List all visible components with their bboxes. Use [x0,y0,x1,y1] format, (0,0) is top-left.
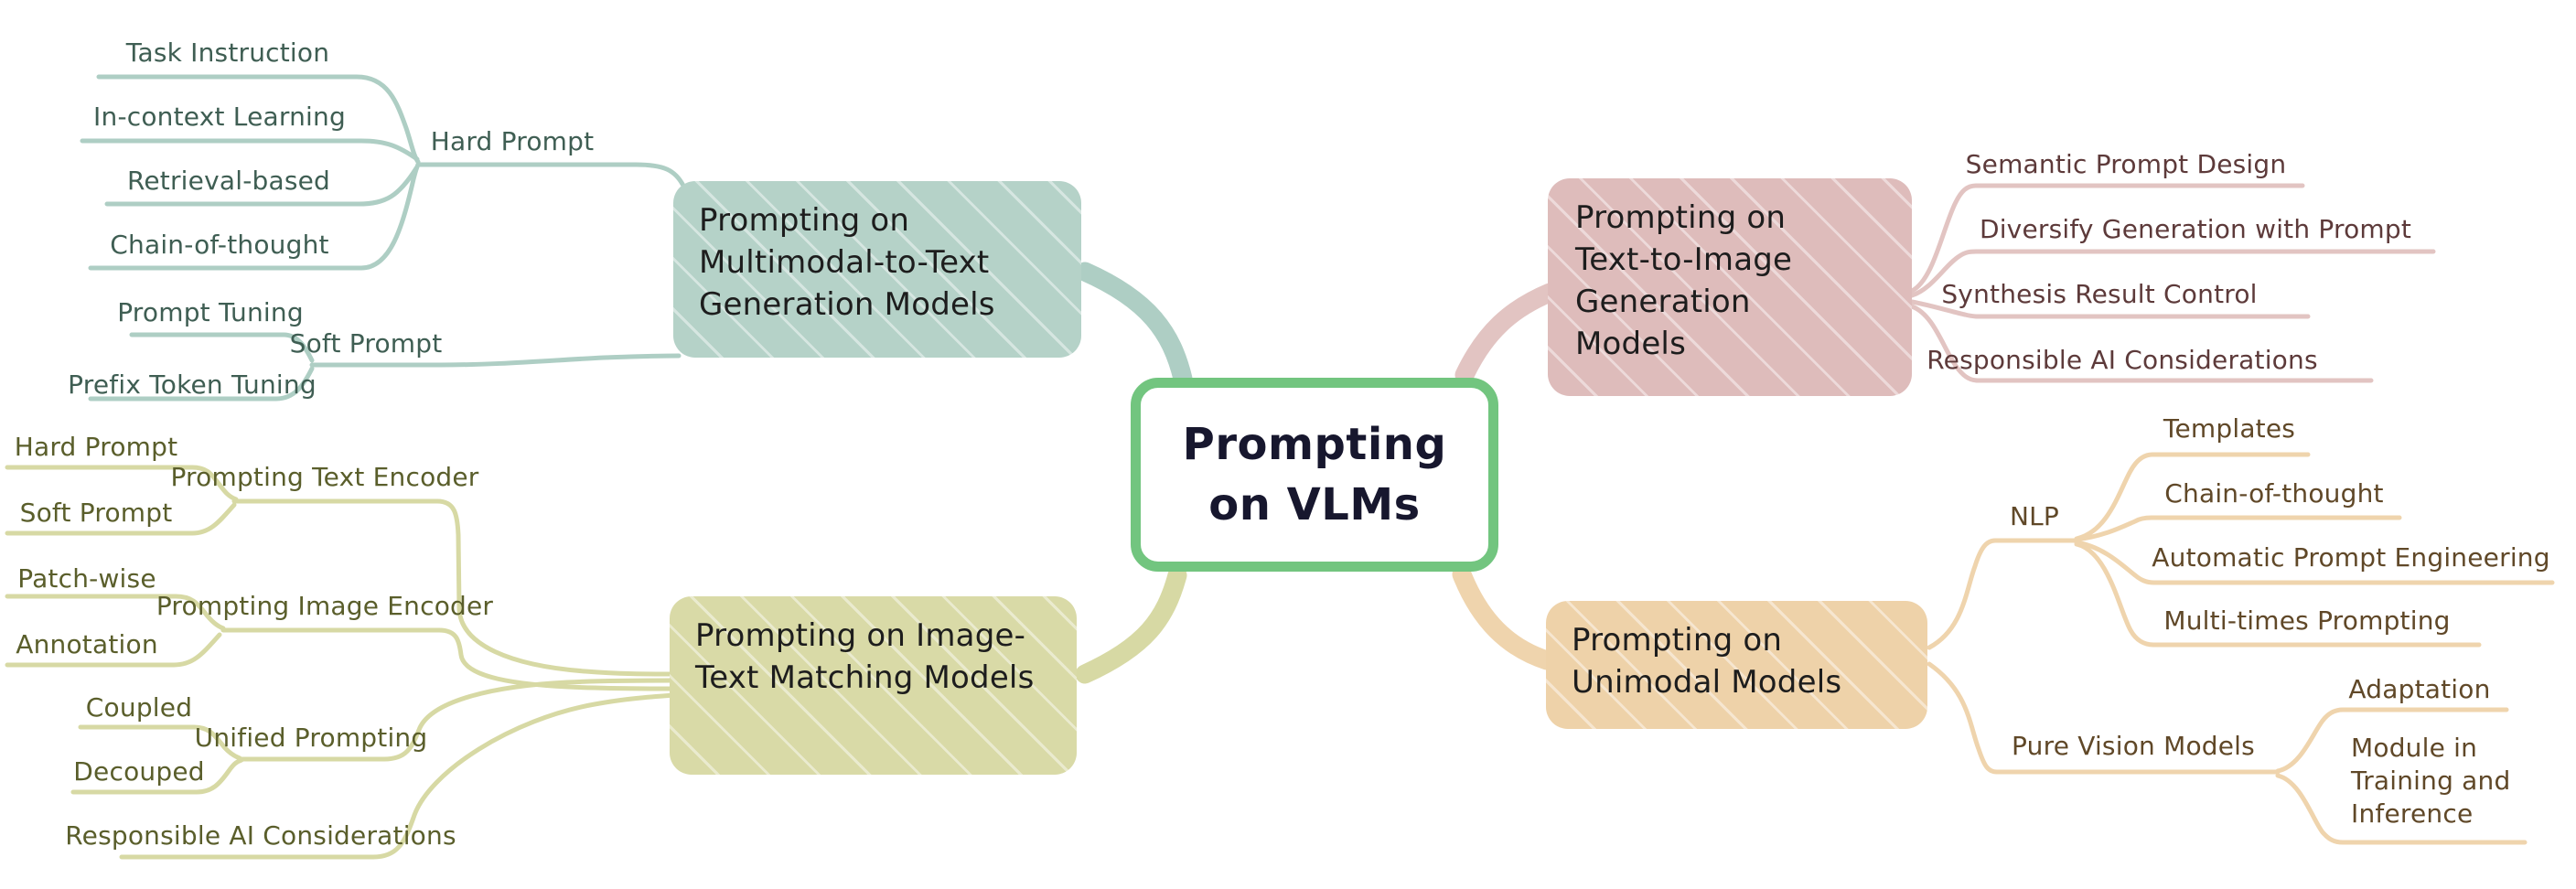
edge-task-instruction [96,74,421,165]
node-unified-prompting: Unified Prompting [194,723,428,753]
node-image-encoder: Prompting Image Encoder [156,591,494,621]
node-diversify-generation: Diversify Generation with Prompt [1979,214,2412,244]
edge-adaptation [2275,707,2509,774]
node-retrieval-based: Retrieval-based [126,166,331,196]
edge-matching-to-center [1075,565,1187,684]
edge-text-encoder [231,498,677,677]
node-decouped: Decouped [73,756,205,787]
node-multi-times-prompting: Multi-times Prompting [2163,605,2451,636]
topic-unimodal: Prompting on Unimodal Models [1546,601,1927,729]
edge-unimodal-to-center [1452,564,1557,670]
edge-unified-prompting [239,678,677,762]
edge-pure-vision [1927,661,2281,775]
node-coupled: Coupled [85,692,193,723]
node-responsible-ai-right: Responsible AI Considerations [1927,345,2318,375]
node-pure-vision-models: Pure Vision Models [2012,731,2255,761]
node-synthesis-result-control: Synthesis Result Control [1941,279,2258,309]
node-hard-prompt-2: Hard Prompt [14,432,178,462]
node-task-instruction: Task Instruction [125,37,330,68]
topic-image-text-matching: Prompting on Image-Text Matching Models [670,596,1077,775]
root-topic-label: Prompting on VLMs [1182,419,1447,530]
edge-synthesis [1909,299,2311,319]
edge-module-in-training [2275,773,2528,845]
node-text-encoder: Prompting Text Encoder [170,462,479,492]
node-annotation: Annotation [16,629,158,659]
edge-image-encoder [220,627,677,691]
node-chain-of-thought-2: Chain-of-thought [2164,478,2384,509]
node-responsible-ai-left: Responsible AI Considerations [65,820,456,851]
edge-auto-prompt-eng [2074,540,2555,585]
edge-multimodal-to-center [1075,262,1193,389]
edge-responsible-ai-right [1909,304,2374,383]
node-templates: Templates [2163,413,2296,444]
edge-responsible-ai-left [119,692,677,860]
edge-nlp [1927,538,2079,650]
edge-prompt-tuning [129,332,315,363]
node-prefix-token-tuning: Prefix Token Tuning [68,370,317,400]
node-patch-wise: Patch-wise [17,563,156,594]
node-in-context-learning: In-context Learning [93,102,346,132]
edge-semantic [1909,183,2305,294]
node-adaptation: Adaptation [2348,674,2491,704]
edge-chain-of-thought-2 [2074,515,2402,542]
node-hard-prompt: Hard Prompt [430,126,595,156]
edge-hard-prompt [415,162,686,188]
edge-multi-times [2074,541,2482,648]
edge-annotation [5,632,222,668]
node-soft-prompt-2: Soft Prompt [19,498,173,528]
edge-coupled [78,724,242,761]
node-nlp: NLP [2009,501,2060,531]
edge-text2image-to-center [1454,283,1560,385]
node-prompt-tuning: Prompt Tuning [117,297,304,327]
root-topic-prompting-on-vlms: Prompting on VLMs [1131,378,1498,572]
node-soft-prompt: Soft Prompt [289,328,443,359]
edge-soft-prompt [309,353,682,368]
node-module-in-training: Module in Training and Inference [2351,733,2511,829]
edge-retrieval [104,166,419,207]
node-semantic-prompt-design: Semantic Prompt Design [1965,149,2287,179]
edge-chain-of-thought [88,162,421,271]
edge-templates [2074,452,2311,541]
edge-in-context [80,138,420,162]
edge-decouped [70,757,244,795]
edge-hard-prompt-2 [5,465,239,502]
node-chain-of-thought: Chain-of-thought [110,230,329,260]
edge-prefix-token-tuning [88,366,315,402]
topic-text-to-image: Prompting on Text-to-Image Generation Mo… [1548,178,1912,396]
node-automatic-prompt-engineering: Automatic Prompt Engineering [2152,542,2550,573]
edge-soft-prompt-2 [5,502,237,536]
edge-diversify [1909,249,2436,298]
edge-patch-wise [5,594,226,631]
topic-multimodal-to-text: Prompting on Multimodal-to-Text Generati… [673,181,1081,358]
